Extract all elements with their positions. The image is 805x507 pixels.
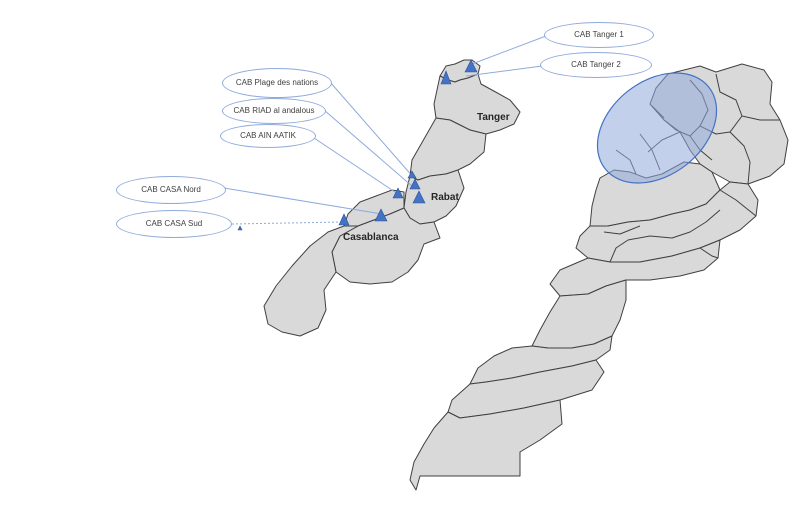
triangle-marker-icon	[412, 190, 426, 204]
leader-tanger-2	[465, 65, 543, 77]
leader-plage-des-nations	[329, 81, 415, 179]
triangle-marker-icon	[464, 59, 478, 73]
callout-ain-aatik: CAB AIN AATIK	[220, 124, 316, 148]
leader-lines	[223, 35, 547, 225]
inset-region-south	[263, 225, 359, 337]
callout-plage-des-nations: CAB Plage des nations	[222, 68, 332, 98]
leader-tanger-1	[471, 35, 547, 65]
markers	[237, 59, 478, 231]
triangle-marker-icon	[440, 70, 452, 85]
city-label-tanger: Tanger	[477, 112, 510, 123]
callout-casa-nord: CAB CASA Nord	[116, 176, 226, 204]
callout-tanger-1: CAB Tanger 1	[544, 22, 654, 48]
callout-tanger-2: CAB Tanger 2	[540, 52, 652, 78]
triangle-marker-icon	[374, 208, 388, 222]
callout-casa-sud: CAB CASA Sud	[116, 210, 232, 238]
region-dakhla	[409, 399, 563, 491]
triangle-marker-icon	[392, 187, 404, 199]
city-label-rabat: Rabat	[431, 192, 459, 203]
triangle-marker-icon	[338, 213, 350, 226]
callout-riad-al-andalous: CAB RIAD al andalous	[222, 98, 326, 124]
leader-ain-aatik	[313, 137, 399, 195]
leader-casa-nord	[223, 187, 383, 215]
city-label-casablanca: Casablanca	[343, 232, 399, 243]
triangle-marker-icon	[237, 225, 243, 231]
inset-region-map	[263, 59, 521, 337]
triangle-marker-icon	[409, 178, 421, 190]
triangle-marker-icon	[407, 170, 417, 179]
highlight-ellipse	[596, 72, 718, 184]
leader-casa-sud	[231, 221, 345, 225]
leader-riad-al-andalous	[323, 109, 413, 187]
region-draa	[549, 239, 721, 297]
country-map	[409, 63, 789, 491]
